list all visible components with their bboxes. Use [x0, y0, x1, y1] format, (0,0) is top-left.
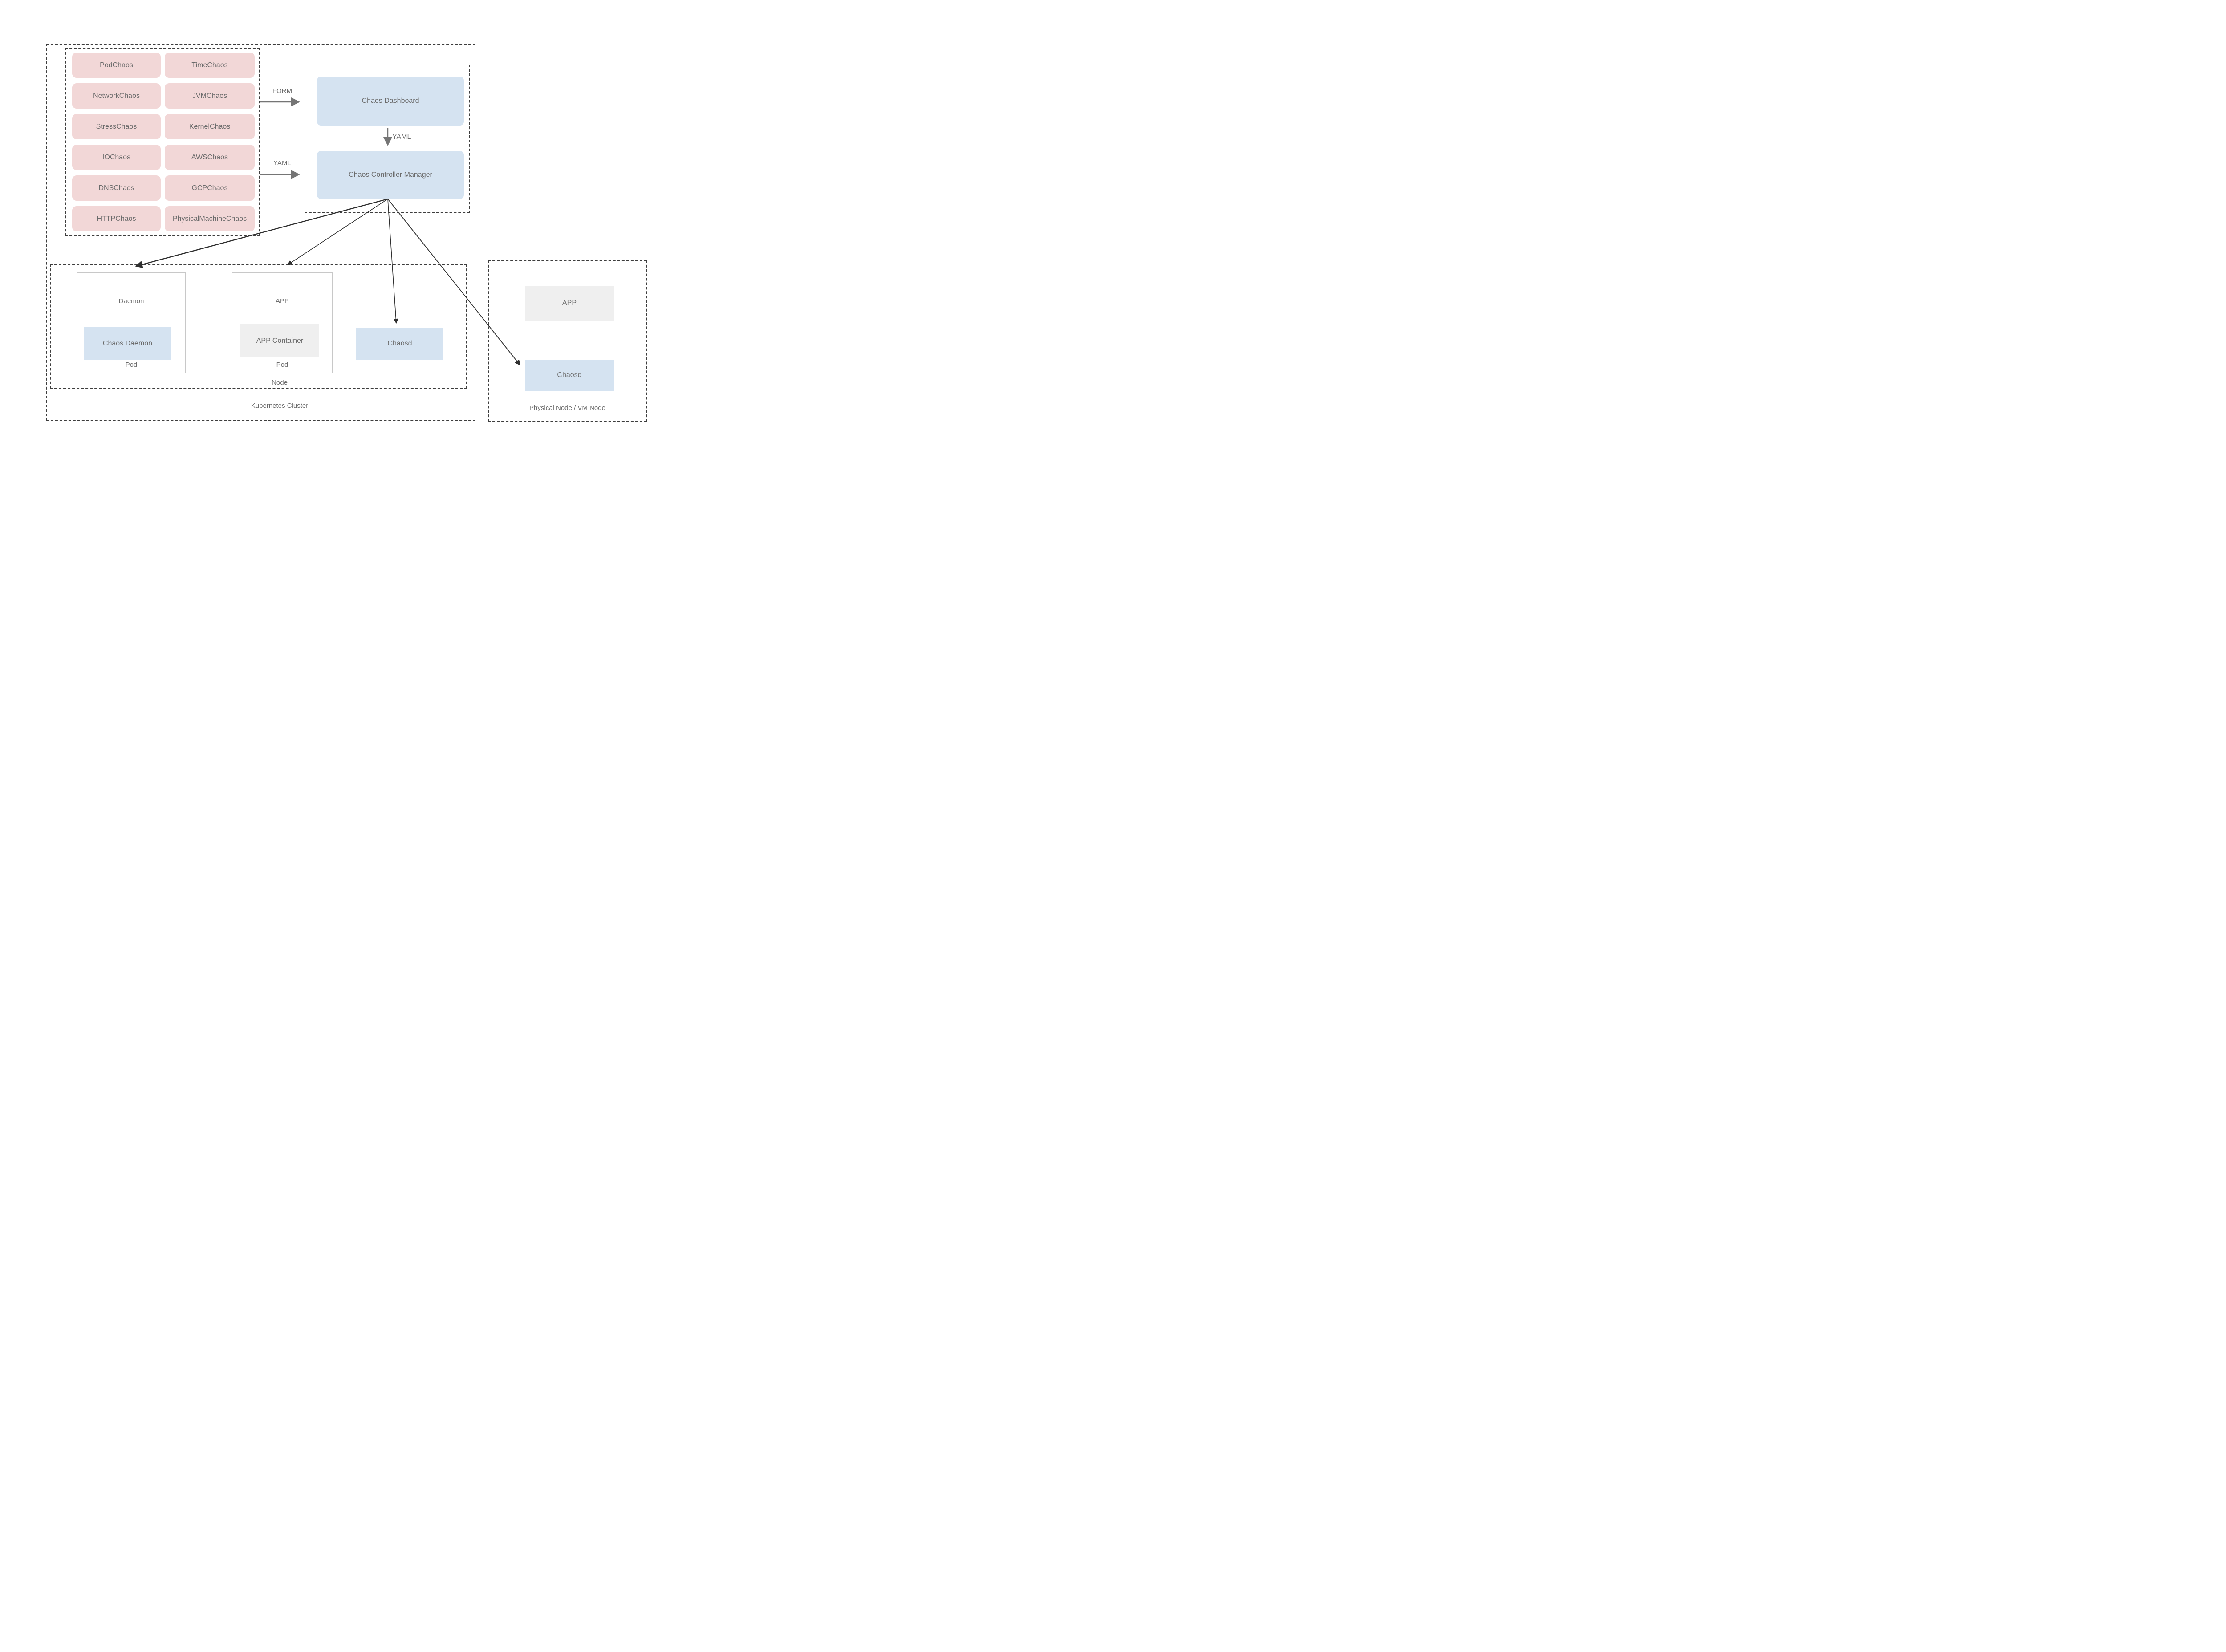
app-pod-footer: Pod: [276, 361, 288, 369]
node-label: Node: [272, 379, 288, 386]
physical-app-box: APP: [525, 286, 614, 321]
chaos-type-networkchaos: NetworkChaos: [72, 83, 161, 109]
app-pod-box: APP APP Container Pod: [232, 272, 333, 373]
chaos-mesh-architecture-diagram: PodChaos TimeChaos NetworkChaos JVMChaos…: [0, 0, 684, 478]
daemon-pod-footer: Pod: [125, 361, 138, 369]
physical-node-label: Physical Node / VM Node: [529, 404, 605, 412]
yaml-arrow-label: YAML: [273, 159, 291, 167]
chaos-type-httpchaos: HTTPChaos: [72, 206, 161, 231]
chaos-type-dnschaos: DNSChaos: [72, 175, 161, 201]
daemon-pod-title: Daemon: [118, 297, 144, 305]
physical-node-box: APP Chaosd Physical Node / VM Node: [488, 260, 647, 422]
chaos-type-kernelchaos: KernelChaos: [165, 114, 255, 139]
chaos-type-jvmchaos: JVMChaos: [165, 83, 255, 109]
daemon-pod-box: Daemon Chaos Daemon Pod: [77, 272, 186, 373]
chaos-type-podchaos: PodChaos: [72, 53, 161, 78]
physical-chaosd-box: Chaosd: [525, 360, 614, 391]
app-pod-title: APP: [275, 297, 289, 305]
chaos-type-iochaos: IOChaos: [72, 145, 161, 170]
chaosd-node-box: Chaosd: [356, 328, 443, 360]
chaos-daemon-box: Chaos Daemon: [84, 327, 171, 360]
form-arrow-label: FORM: [272, 87, 292, 95]
chaos-type-physicalmachinechaos: PhysicalMachineChaos: [165, 206, 255, 231]
chaos-type-timechaos: TimeChaos: [165, 53, 255, 78]
chaos-type-awschaos: AWSChaos: [165, 145, 255, 170]
yaml-down-arrow-label: YAML: [392, 133, 411, 141]
chaos-type-stresschaos: StressChaos: [72, 114, 161, 139]
chaos-types-group: PodChaos TimeChaos NetworkChaos JVMChaos…: [65, 48, 260, 236]
kubernetes-cluster-label: Kubernetes Cluster: [251, 402, 309, 410]
chaos-dashboard-box: Chaos Dashboard: [317, 77, 464, 126]
chaos-controller-manager-box: Chaos Controller Manager: [317, 151, 464, 199]
chaos-type-gcpchaos: GCPChaos: [165, 175, 255, 201]
app-container-box: APP Container: [240, 324, 319, 357]
